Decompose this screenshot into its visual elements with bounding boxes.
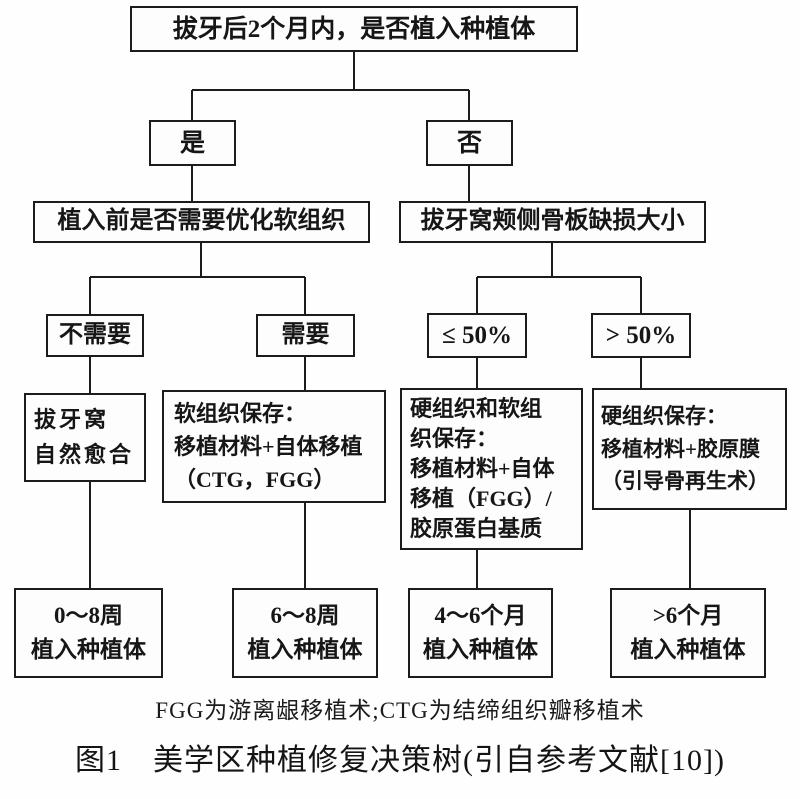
flow-node-bone-defect-question: 拔牙窝颊侧骨板缺损大小 — [399, 201, 706, 243]
flow-node-soft-tissue-preservation: 软组织保存： 移植材料+自体移植 （CTG，FGG） — [162, 390, 386, 503]
flow-node-defect-gt-50: > 50% — [591, 313, 691, 358]
flow-node-natural-healing: 拔牙窝 自然愈合 — [24, 393, 146, 482]
flow-node-root-question: 拔牙后2个月内，是否植入种植体 — [130, 6, 578, 52]
flow-node-timing-0-8-weeks: 0～8周 植入种植体 — [14, 588, 163, 678]
flow-node-soft-tissue-question: 植入前是否需要优化软组织 — [33, 201, 370, 243]
flow-node-timing-4-6-months: 4～6个月 植入种植体 — [408, 588, 553, 678]
flow-node-not-needed: 不需要 — [46, 314, 144, 357]
flow-node-timing-6-8-weeks: 6～8周 植入种植体 — [232, 588, 378, 678]
flow-node-yes: 是 — [149, 120, 236, 166]
figure-caption: 图1 美学区种植修复决策树(引自参考文献[10]) — [75, 744, 725, 777]
abbreviation-footnote: FGG为游离龈移植术;CTG为结缔组织瓣移植术 — [155, 698, 645, 723]
flow-node-needed: 需要 — [256, 314, 355, 357]
flow-node-defect-le-50: ≤ 50% — [427, 313, 527, 358]
flow-node-no: 否 — [426, 120, 513, 166]
flow-node-hard-tissue-preservation: 硬组织保存： 移植材料+胶原膜 （引导骨再生术） — [592, 388, 787, 510]
flow-node-timing-gt-6-months: >6个月 植入种植体 — [610, 588, 766, 678]
flow-node-hard-and-soft-preservation: 硬组织和软组 织保存： 移植材料+自体 移植（FGG）/ 胶原蛋白基质 — [400, 388, 583, 550]
